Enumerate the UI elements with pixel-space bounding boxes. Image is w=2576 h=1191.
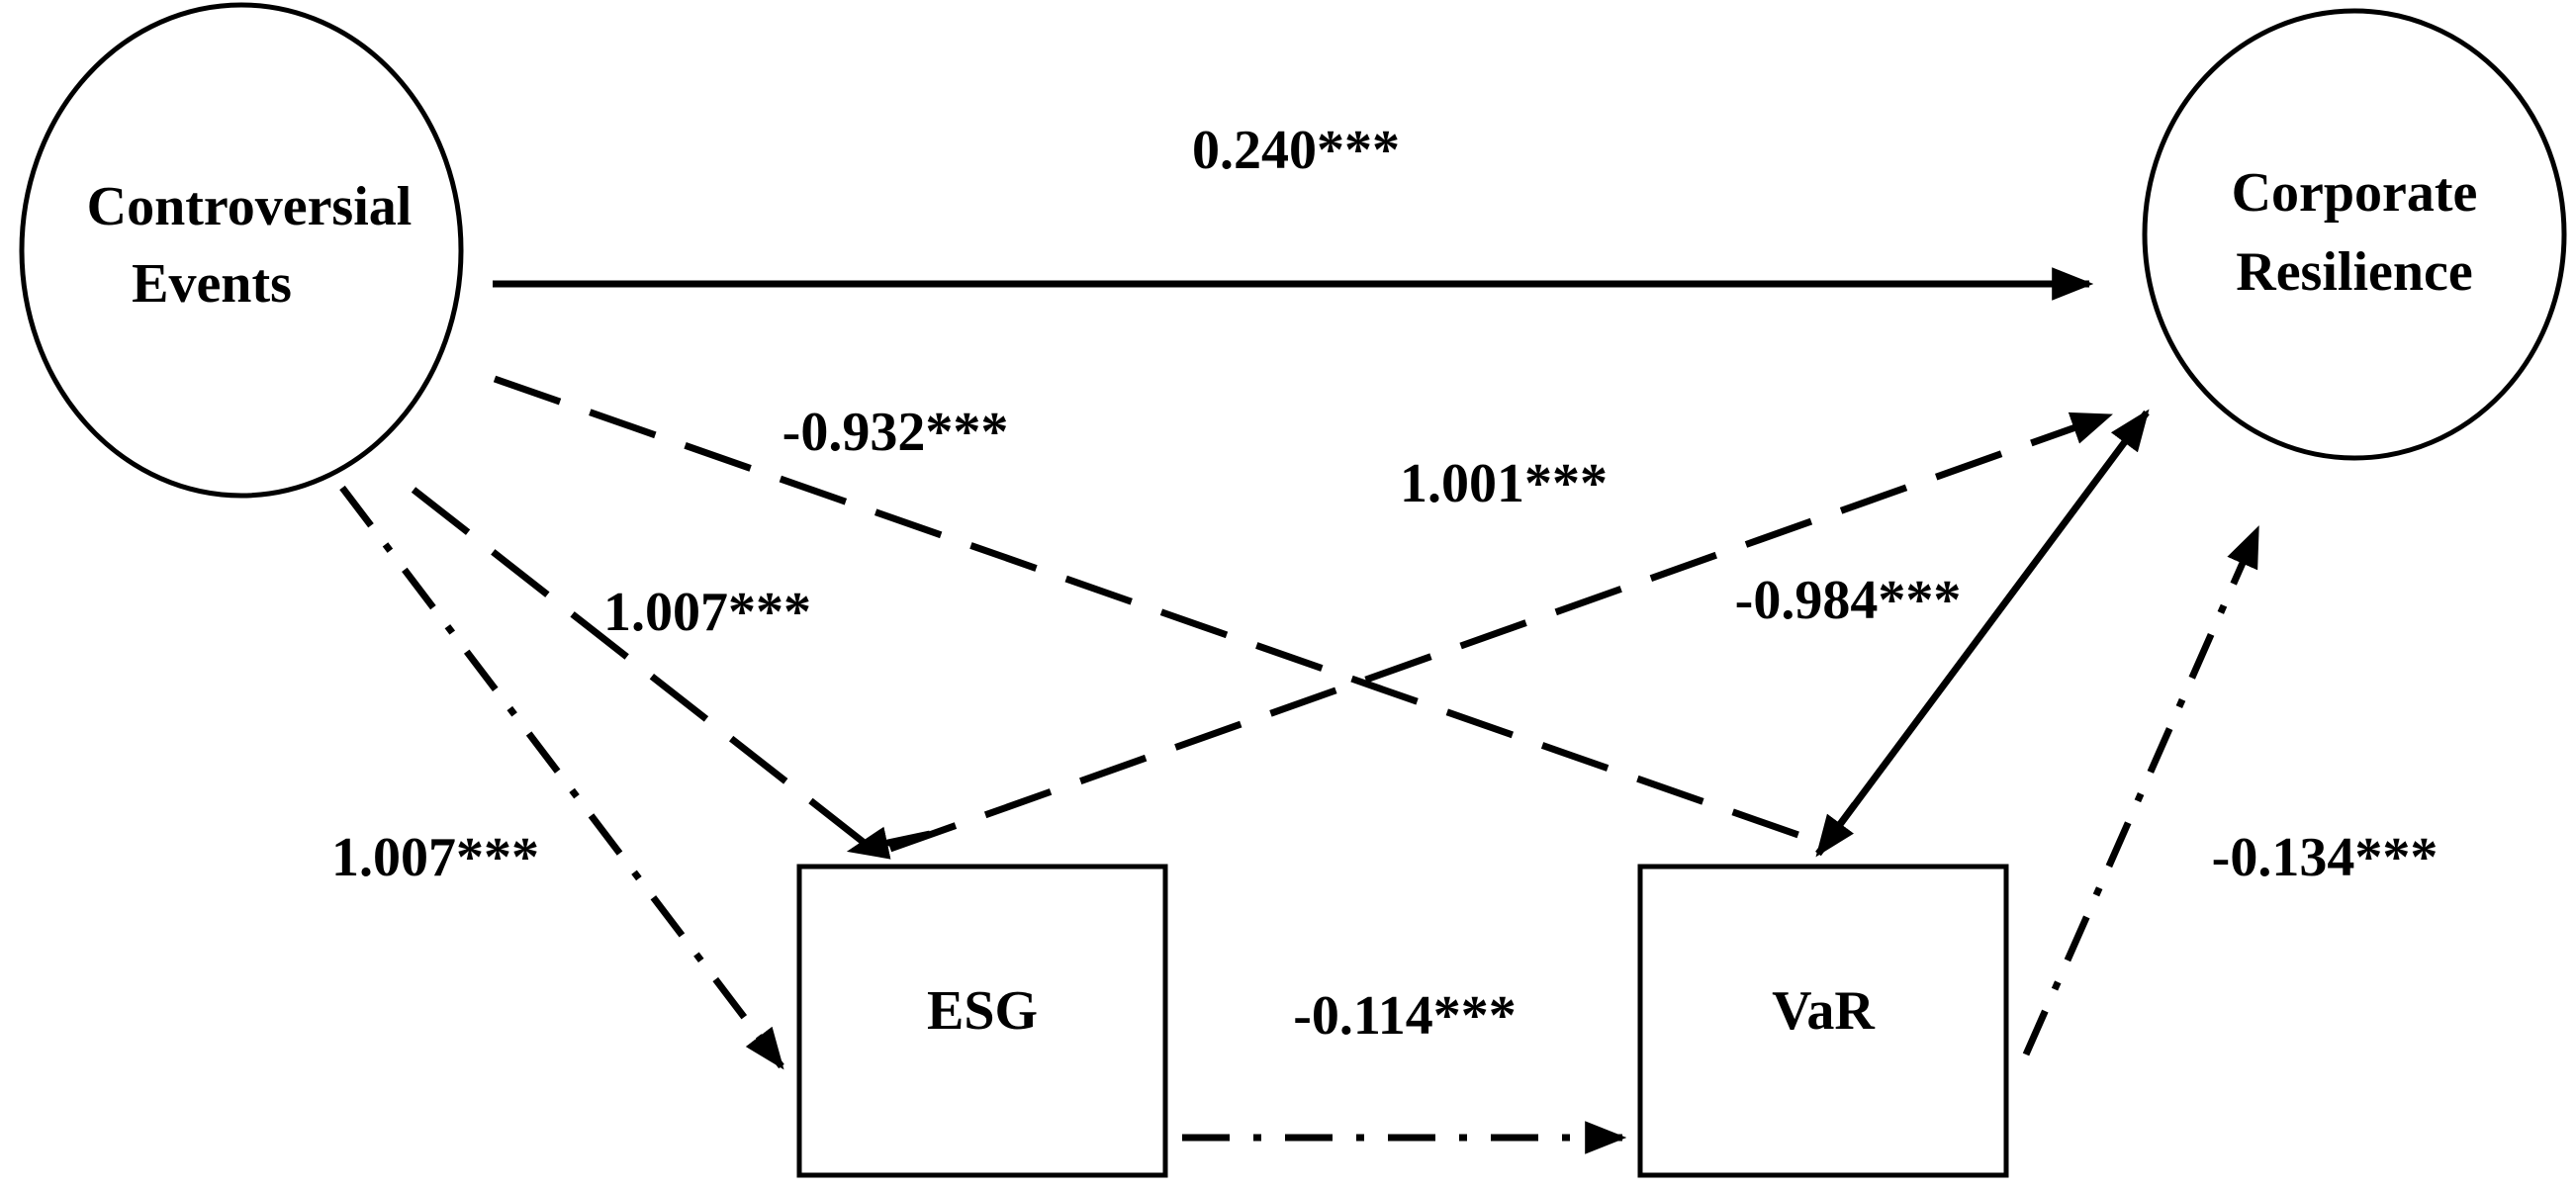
- label-var-to-cr: -0.984***: [1735, 570, 1962, 631]
- edge-cr-to-esg-tip: [846, 826, 931, 860]
- controversial-events-label-line1: Controversial: [87, 176, 413, 237]
- controversial-events-ellipse: [19, 2, 464, 499]
- node-var: VaR: [1637, 864, 2009, 1178]
- edge-ce-to-var: [493, 375, 1817, 845]
- label-ce-to-esg-dashed: 1.007***: [603, 582, 811, 643]
- label-ce-to-cr: 0.240***: [1192, 120, 1400, 181]
- node-corporate-resilience: Corporate Resilience: [2142, 8, 2567, 461]
- var-label: VaR: [1772, 980, 1875, 1042]
- edge-cr-to-var-tip: [1815, 801, 1858, 858]
- controversial-events-label-line2: Events: [132, 253, 292, 315]
- edge-var-to-cr-dashdot: [2022, 525, 2261, 1056]
- edge-var-to-cr: [1815, 409, 2150, 857]
- corporate-resilience-ellipse: [2142, 8, 2567, 461]
- node-controversial-events: Controversial Events: [19, 2, 464, 499]
- node-esg: ESG: [796, 864, 1168, 1178]
- corporate-resilience-label-line1: Corporate: [2232, 162, 2478, 224]
- label-var-to-cr-dashdot: -0.134***: [2212, 827, 2438, 888]
- corporate-resilience-label-line2: Resilience: [2236, 241, 2472, 303]
- var-box: [1637, 864, 2009, 1178]
- label-ce-to-var: -0.932***: [782, 402, 1009, 463]
- esg-label: ESG: [927, 980, 1038, 1042]
- label-esg-to-var: -0.114***: [1293, 985, 1517, 1047]
- edge-ce-to-esg-dashdot: [339, 485, 784, 1070]
- esg-box: [796, 864, 1168, 1178]
- label-ce-to-esg-dashdot: 1.007***: [331, 827, 539, 888]
- label-esg-to-cr: 1.001***: [1400, 453, 1608, 514]
- edge-esg-to-cr: [888, 412, 2113, 853]
